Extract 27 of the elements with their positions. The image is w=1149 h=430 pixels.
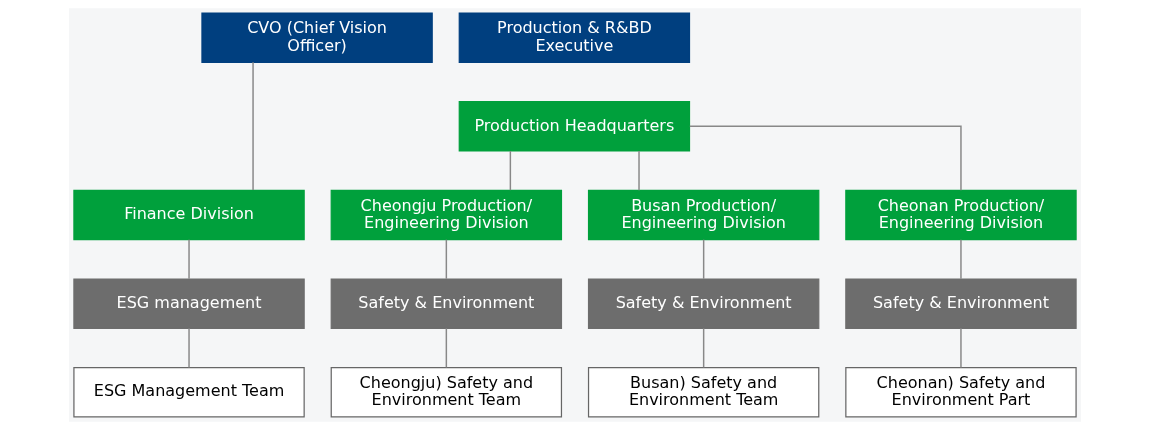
node-box: Busan Production/ Engineering Division <box>587 189 819 241</box>
node-box: Busan) Safety and Environment Team <box>587 367 819 418</box>
connector <box>445 327 447 369</box>
node-box: CVO (Chief Vision Officer) <box>200 12 433 63</box>
node-box: Safety & Environment <box>330 278 562 329</box>
connector <box>187 327 190 369</box>
node-box: ESG management <box>72 278 305 329</box>
node-box: Production & R&BD Executive <box>458 12 690 63</box>
node-box: Cheonan) Safety and Environment Part <box>844 367 1077 418</box>
connector <box>702 238 704 280</box>
node-box: Cheongju) Safety and Environment Team <box>330 367 562 418</box>
connector <box>637 150 640 191</box>
connector <box>187 238 190 280</box>
node-box: Cheonan Production/ Engineering Division <box>844 189 1077 241</box>
connector <box>959 238 962 280</box>
connector <box>251 61 254 191</box>
connector <box>702 327 704 369</box>
node-box: Safety & Environment <box>587 278 819 329</box>
node-box: Production Headquarters <box>458 101 690 152</box>
connector <box>688 125 962 192</box>
node-box: ESG Management Team <box>72 367 305 418</box>
node-box: Finance Division <box>72 189 305 241</box>
node-box: Safety & Environment <box>844 278 1077 329</box>
node-box: Cheongju Production/ Engineering Division <box>330 189 562 241</box>
connector <box>445 238 447 280</box>
connector <box>509 150 511 191</box>
connector <box>959 327 962 369</box>
